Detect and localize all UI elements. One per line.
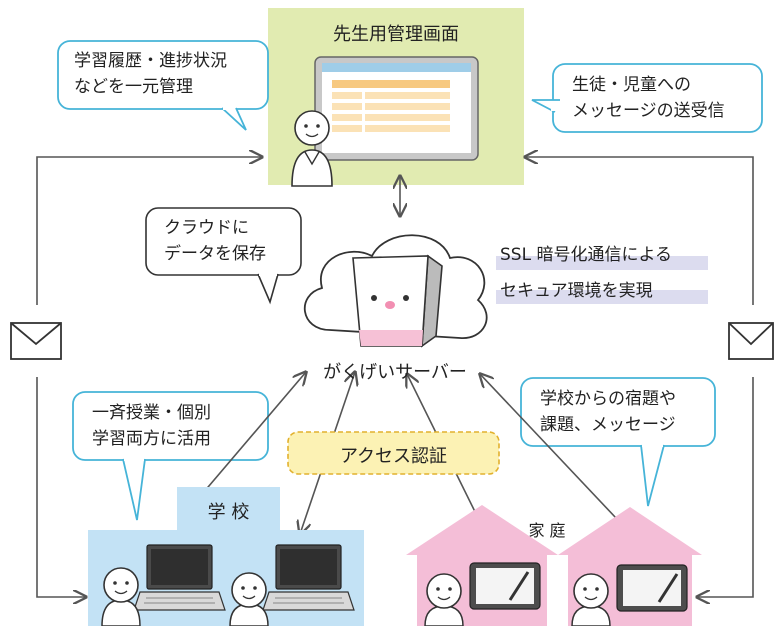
bubble-messages-shape <box>531 63 763 133</box>
bubble-cloud-save-text: クラウドに データを保存 <box>164 215 266 267</box>
ssl-highlight-1 <box>496 256 708 270</box>
access-auth-label: アクセス認証 <box>339 446 448 467</box>
server-icon <box>352 254 443 348</box>
bubble-cloud-save-line-1: クラウドに <box>164 218 249 238</box>
home-person-icon-2 <box>571 573 611 626</box>
laptop-icon-2 <box>262 544 355 611</box>
bubble-history-shape <box>57 40 269 131</box>
teacher-person-icon <box>291 110 333 187</box>
bubble-history-line-1: 学習履歴・進捗状況 <box>74 51 227 71</box>
laptop-icon-1 <box>133 544 226 611</box>
bubble-cloud-save-shape <box>145 207 302 305</box>
student-person-icon-2 <box>229 572 269 626</box>
bubble-messages-line-1: 生徒・児童への <box>572 75 691 95</box>
teacher-panel-title: 先生用管理画面 <box>333 24 459 45</box>
ssl-highlight-2 <box>496 290 708 304</box>
tablet-icon-2 <box>616 564 688 612</box>
server-name: がくげいサーバー <box>323 362 467 383</box>
connection-lines <box>36 157 754 597</box>
bubble-classroom-line-2: 学習両方に活用 <box>92 429 211 449</box>
envelope-icon-left <box>10 322 62 360</box>
home-person-icon-1 <box>424 573 464 626</box>
tablet-icon-1 <box>469 562 541 610</box>
student-person-icon-1 <box>101 567 141 626</box>
ssl-line-2: セキュア環境を実現 <box>500 281 653 301</box>
school-label: 学 校 <box>207 502 250 523</box>
bubble-messages-text: 生徒・児童への メッセージの送受信 <box>572 72 725 124</box>
bubble-classroom-line-1: 一斉授業・個別 <box>92 403 211 423</box>
bubble-history-text: 学習履歴・進捗状況 などを一元管理 <box>74 48 227 100</box>
bubble-cloud-save-line-2: データを保存 <box>164 244 266 264</box>
access-auth-box <box>287 431 500 475</box>
bubble-homework-line-2: 課題、メッセージ <box>540 415 676 435</box>
home-label: 家 庭 <box>528 521 566 540</box>
bubble-history-line-2: などを一元管理 <box>74 77 193 97</box>
bubble-messages-line-2: メッセージの送受信 <box>572 101 725 121</box>
bubble-classroom-text: 一斉授業・個別 学習両方に活用 <box>92 400 211 452</box>
envelope-icon-right <box>728 322 774 360</box>
bubble-homework-line-1: 学校からの宿題や <box>540 389 676 409</box>
bubble-homework-text: 学校からの宿題や 課題、メッセージ <box>540 386 676 438</box>
ssl-line-1: SSL 暗号化通信による <box>500 245 672 265</box>
